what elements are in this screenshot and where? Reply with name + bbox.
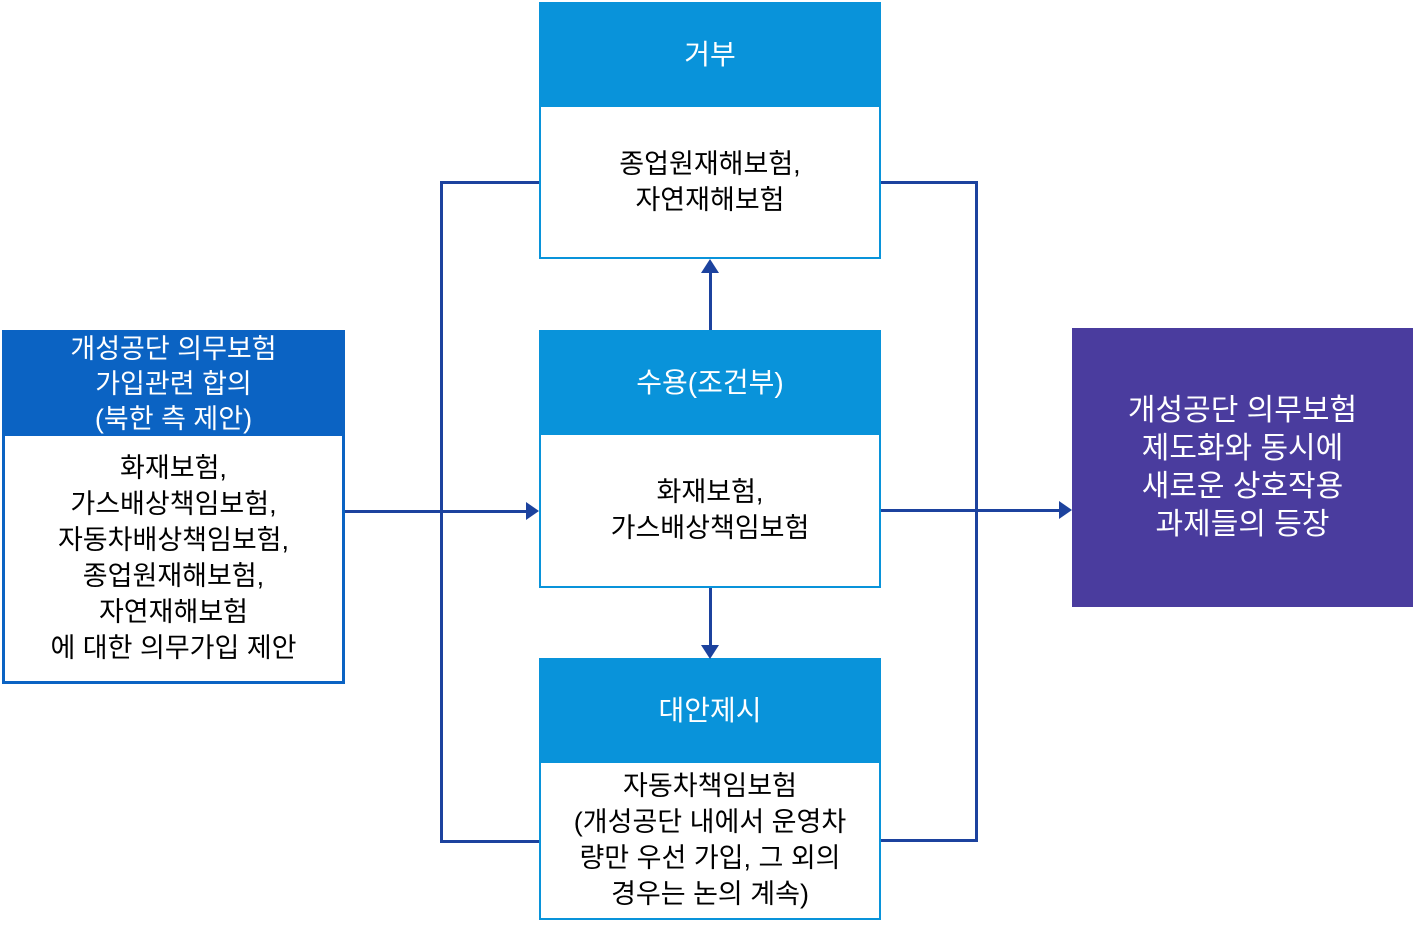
alternative-box-title: 대안제시: [540, 659, 880, 763]
connector-right-top-stub: [881, 181, 978, 184]
connector-left-bottom-stub: [440, 840, 539, 843]
accept-box: 수용(조건부) 화재보험, 가스배상책임보험: [539, 330, 881, 588]
arrow-accept-to-alternative-head-icon: [701, 645, 719, 659]
reject-box-title: 거부: [540, 3, 880, 107]
arrow-accept-to-outcome-head-icon: [1059, 501, 1072, 519]
outcome-box: 개성공단 의무보험 제도화와 동시에 새로운 상호작용 과제들의 등장: [1072, 328, 1413, 607]
arrow-accept-to-outcome-shaft: [881, 509, 1059, 512]
arrow-accept-to-alternative-shaft: [709, 588, 712, 645]
arrow-proposal-to-accept-head-icon: [526, 502, 539, 520]
alternative-box: 대안제시 자동차책임보험 (개성공단 내에서 운영차 량만 우선 가입, 그 외…: [539, 658, 881, 920]
accept-box-body: 화재보험, 가스배상책임보험: [610, 477, 810, 543]
arrow-accept-to-reject-head-icon: [701, 259, 719, 273]
proposal-box-body: 화재보험, 가스배상책임보험, 자동차배상책임보험, 종업원재해보험, 자연재해…: [50, 453, 297, 663]
connector-left-top-stub: [440, 181, 539, 184]
proposal-box: 개성공단 의무보험 가입관련 합의 (북한 측 제안) 화재보험, 가스배상책임…: [2, 330, 345, 684]
arrow-proposal-to-accept-shaft: [345, 510, 526, 513]
accept-box-title: 수용(조건부): [540, 331, 880, 435]
alternative-box-body: 자동차책임보험 (개성공단 내에서 운영차 량만 우선 가입, 그 외의 경우는…: [573, 771, 847, 909]
proposal-box-title: 개성공단 의무보험 가입관련 합의 (북한 측 제안): [4, 332, 343, 436]
connector-right-bottom-stub: [881, 839, 978, 842]
reject-box-body: 종업원재해보험, 자연재해보험: [619, 148, 801, 215]
reject-box: 거부 종업원재해보험, 자연재해보험: [539, 2, 881, 259]
arrow-accept-to-reject-shaft: [709, 273, 712, 330]
